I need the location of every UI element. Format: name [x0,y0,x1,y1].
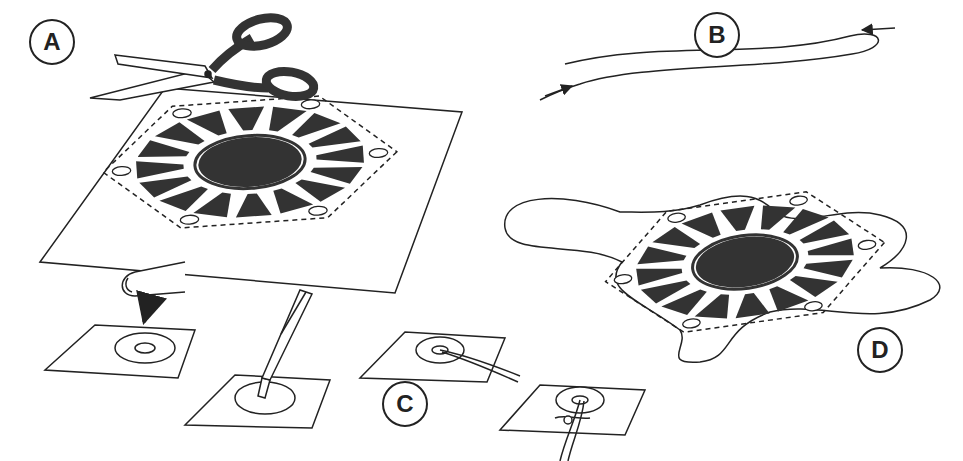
step-letter: A [43,30,60,54]
scissors [90,13,316,100]
paper-sheet [40,88,462,293]
finger [122,262,185,322]
string-threading [440,350,590,461]
step-letter-circle: D [857,327,903,373]
sun-pattern [597,182,893,342]
pencil [258,290,312,398]
step-sheets [45,325,645,435]
step-letter-circle: C [382,381,428,427]
step-letter: D [871,338,888,362]
step-letter-circle: A [29,19,75,65]
step-letter-circle: B [694,12,740,58]
sun-pattern [99,91,401,233]
step-letter: B [708,23,725,47]
step-letter: C [396,392,413,416]
